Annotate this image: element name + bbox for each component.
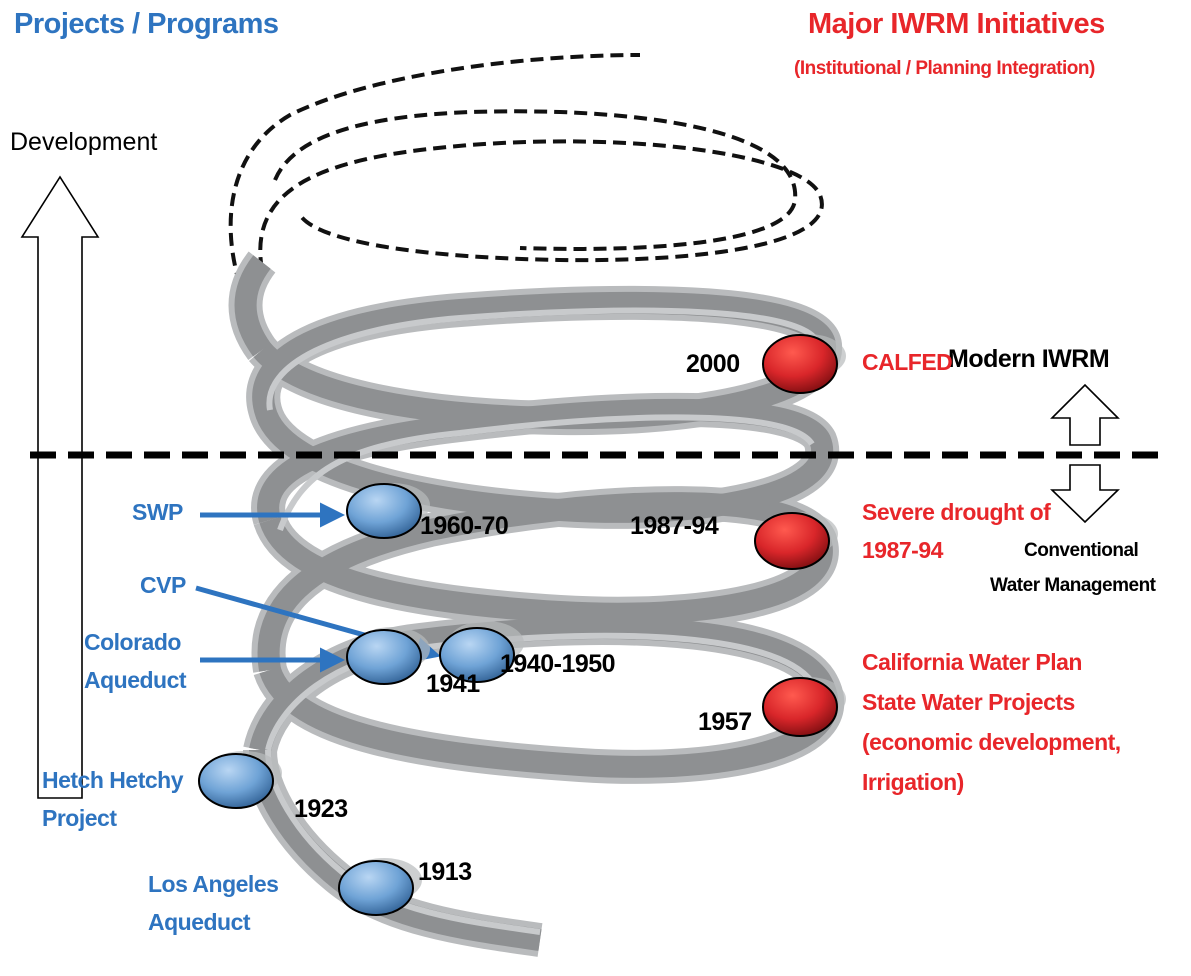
conventional-label: Conventional — [1024, 540, 1139, 561]
node-2000 — [762, 334, 838, 394]
year-1987-94: 1987-94 — [630, 512, 719, 540]
node-1987-94 — [754, 512, 830, 570]
initiative-plan-4: Irrigation) — [862, 769, 964, 795]
development-label: Development — [10, 128, 158, 156]
project-label-hetch-hetchy-2: Project — [42, 805, 117, 831]
project-label-la-aqueduct: Los Angeles — [148, 871, 279, 897]
project-label-la-aqueduct-2: Aqueduct — [148, 909, 251, 935]
year-2000: 2000 — [686, 350, 740, 378]
water-management-label: Water Management — [990, 575, 1156, 596]
year-1923: 1923 — [294, 795, 348, 823]
year-1957: 1957 — [698, 708, 752, 736]
project-label-cvp: CVP — [140, 572, 186, 598]
node-1960-70 — [346, 483, 422, 539]
initiative-drought-2: 1987-94 — [862, 537, 943, 563]
projects-header: Projects / Programs — [14, 8, 279, 40]
year-1941: 1941 — [426, 670, 480, 698]
future-spiral-dashed — [228, 53, 824, 286]
project-label-colorado: Colorado — [84, 629, 181, 655]
year-1913: 1913 — [418, 858, 472, 886]
initiatives-header: Major IWRM Initiatives — [808, 8, 1105, 40]
down-arrow-icon — [1050, 464, 1120, 524]
project-label-colorado-2: Aqueduct — [84, 667, 187, 693]
initiative-calfed: CALFED — [862, 349, 953, 375]
development-arrow — [20, 175, 100, 799]
initiatives-subheader: (Institutional / Planning Integration) — [794, 58, 1095, 79]
project-nodes — [198, 483, 524, 916]
initiative-plan-3: (economic development, — [862, 729, 1121, 755]
initiative-plan: California Water Plan — [862, 649, 1082, 675]
node-1957 — [762, 677, 838, 737]
node-1913 — [338, 860, 414, 916]
year-1960-70: 1960-70 — [420, 512, 509, 540]
year-1940-1950: 1940-1950 — [500, 650, 616, 678]
node-1941 — [346, 629, 422, 685]
project-label-hetch-hetchy: Hetch Hetchy — [42, 767, 183, 793]
node-1923 — [198, 753, 274, 809]
up-arrow-icon — [1050, 383, 1120, 446]
development-spiral-ribbon — [228, 251, 845, 957]
node-1940-1950 — [439, 627, 515, 683]
initiative-plan-2: State Water Projects — [862, 689, 1075, 715]
project-label-swp: SWP — [132, 499, 183, 525]
modern-iwrm-label: Modern IWRM — [948, 345, 1110, 373]
initiative-drought: Severe drought of — [862, 499, 1051, 525]
initiative-nodes — [754, 334, 846, 737]
